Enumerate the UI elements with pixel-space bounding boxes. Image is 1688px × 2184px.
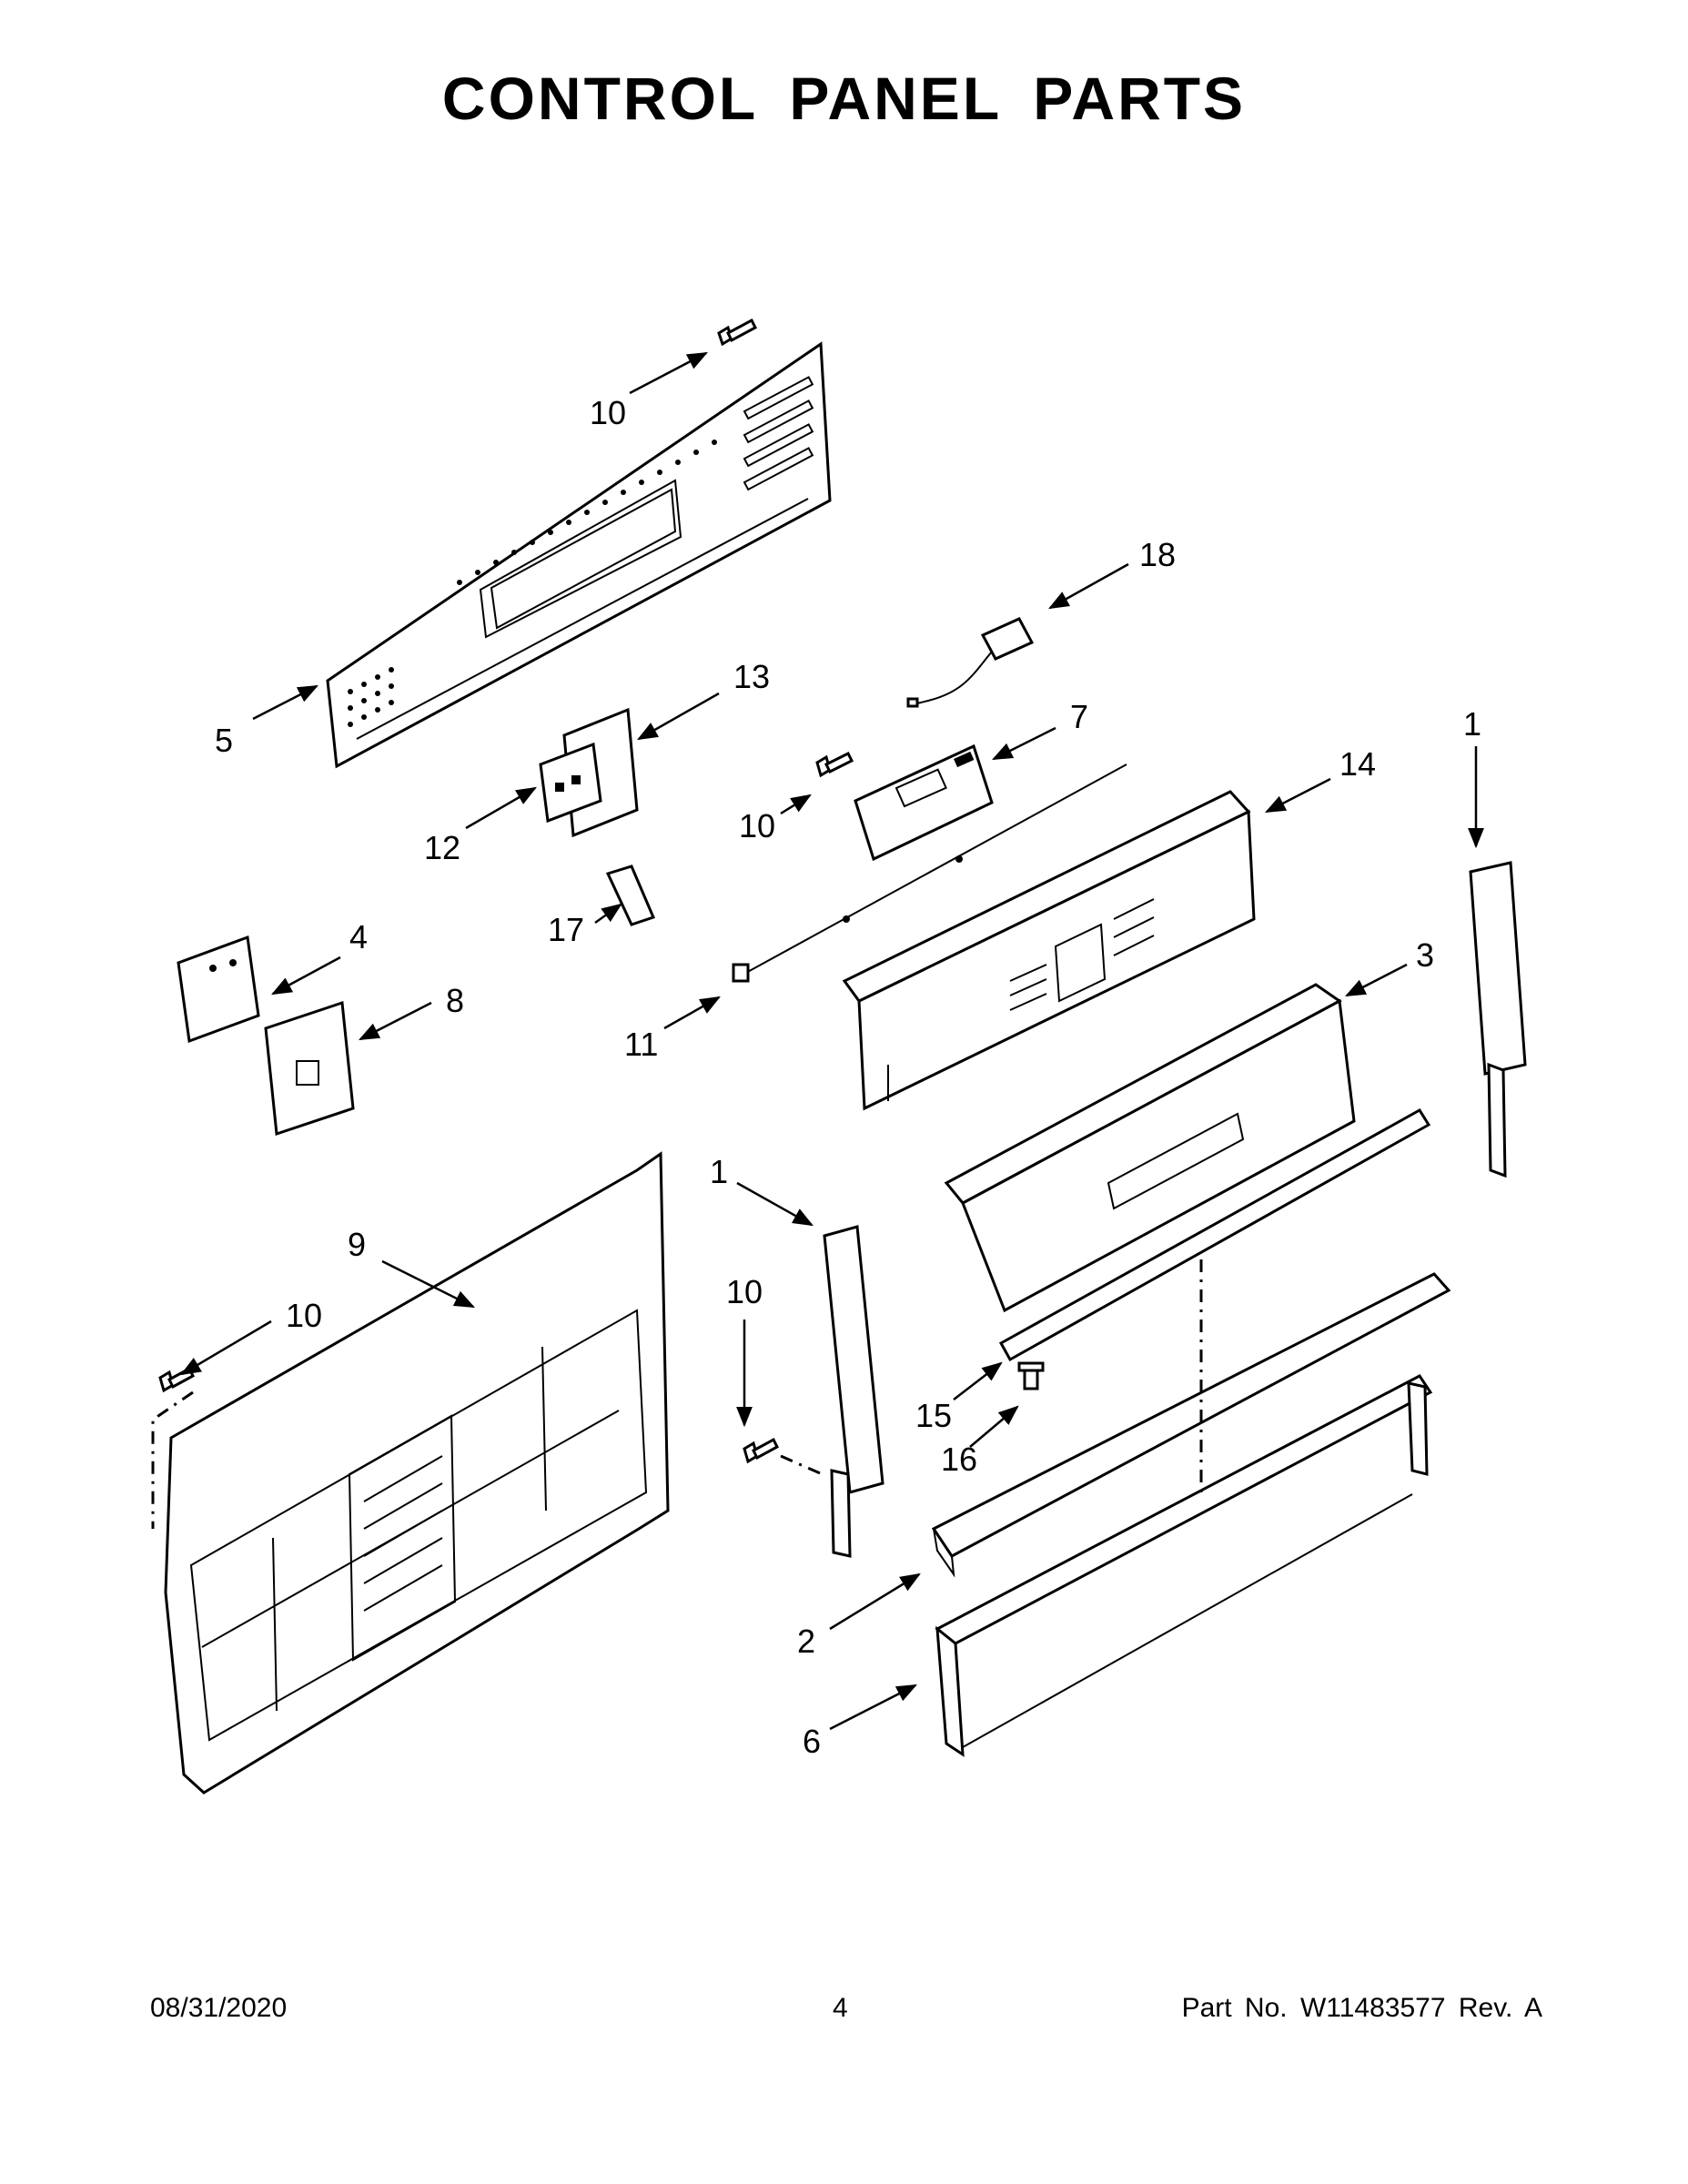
callout-4: 4 (349, 918, 368, 956)
screw-10-middle (743, 1437, 779, 1464)
part-4-board (177, 935, 260, 1044)
callout-9: 9 (348, 1226, 366, 1263)
callout-2: 2 (797, 1623, 815, 1660)
callout-1: 1 (1463, 705, 1481, 743)
callout-7: 7 (1070, 698, 1088, 735)
callout-10: 10 (590, 394, 626, 431)
callout-8: 8 (446, 982, 464, 1019)
part-2-lower-trim (931, 1272, 1451, 1578)
screw-10-top (717, 318, 757, 347)
part-14-inner-panel (842, 790, 1256, 1111)
leader-arrows (180, 351, 1484, 1731)
screw-10-left (158, 1366, 195, 1393)
part-6-frame (935, 1374, 1433, 1757)
callout-14: 14 (1339, 745, 1376, 783)
screw-10-board (815, 751, 854, 778)
callout-5: 5 (215, 722, 233, 759)
part-16-screw (1017, 1361, 1045, 1390)
callout-labels: 10 5 13 12 17 18 7 10 14 1 4 8 11 3 9 10… (215, 394, 1481, 1760)
vent-slots (743, 376, 814, 491)
callout-17: 17 (548, 911, 584, 948)
callout-3: 3 (1416, 936, 1434, 974)
assembly-line-middle (780, 1454, 827, 1478)
part-15-trim (998, 1107, 1431, 1362)
callout-10: 10 (726, 1273, 763, 1310)
callout-10: 10 (739, 807, 775, 844)
part-1-side-bracket-right (1469, 861, 1527, 1178)
part-18-sensor (906, 617, 1035, 708)
callout-16: 16 (941, 1441, 977, 1478)
callout-10: 10 (286, 1297, 322, 1334)
part-7-control-board (854, 743, 994, 862)
callout-15: 15 (915, 1397, 952, 1434)
callout-6: 6 (803, 1723, 821, 1760)
page-title: CONTROL PANEL PARTS (441, 65, 1247, 132)
footer-part-number: Part No. W11483577 Rev. A (1181, 1993, 1542, 2023)
footer-date: 08/31/2020 (150, 1993, 288, 2023)
part-9-rear-cover (164, 1151, 670, 1795)
perforation-dots (348, 440, 717, 727)
part-8-plate (264, 1000, 355, 1137)
callout-12: 12 (424, 829, 460, 866)
callout-18: 18 (1139, 536, 1176, 573)
callout-11: 11 (624, 1026, 658, 1063)
part-3-control-panel (944, 983, 1356, 1313)
assembly-line-left (151, 1390, 194, 1529)
callout-1: 1 (710, 1153, 728, 1190)
footer-page-number: 4 (833, 1993, 848, 2023)
part-1-side-bracket-middle (823, 1225, 884, 1558)
part-13-bracket (539, 707, 639, 838)
part-5-rear-panel (326, 341, 832, 769)
callout-13: 13 (733, 658, 770, 695)
part-17-clip (605, 864, 656, 926)
part-11-harness (732, 763, 1127, 983)
